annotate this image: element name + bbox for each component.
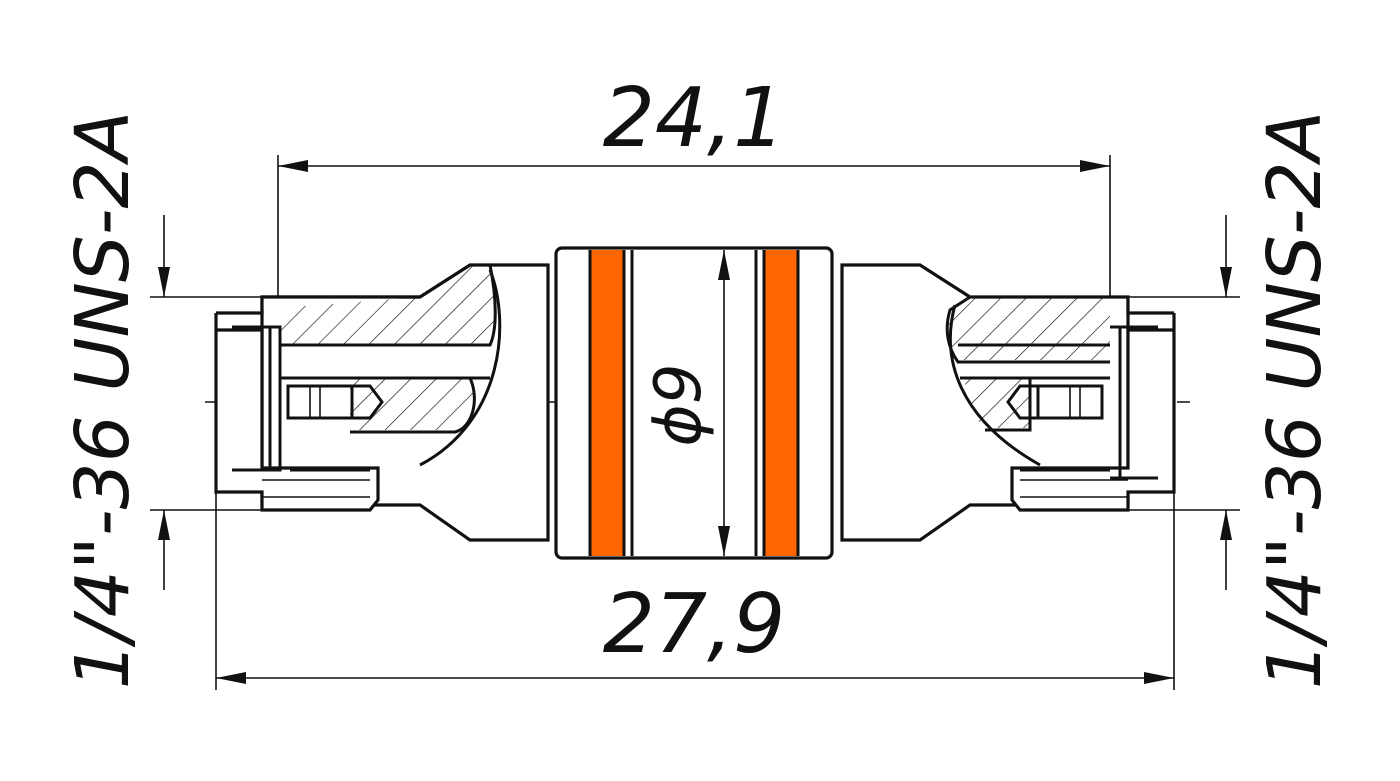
- dimension-inner-length-label: 24,1: [603, 71, 786, 166]
- diameter-label: ϕ9: [642, 364, 716, 447]
- band-left-1: [590, 250, 624, 556]
- connector-left: [214, 263, 550, 542]
- thread-callout-right: 1/4"-36 UNS-2A: [1128, 111, 1338, 689]
- band-right-1: [764, 250, 798, 556]
- thread-callout-left: 1/4"-36 UNS-2A: [60, 111, 262, 689]
- thread-label-left: 1/4"-36 UNS-2A: [60, 111, 146, 689]
- dimension-total-length-label: 27,9: [603, 577, 786, 672]
- dimension-inner-length: 24,1: [277, 71, 1111, 330]
- center-sleeve: ϕ9: [554, 246, 834, 560]
- thread-label-right: 1/4"-36 UNS-2A: [1252, 111, 1338, 689]
- dimension-total-length: 27,9: [215, 470, 1175, 690]
- connector-right: [840, 263, 1176, 542]
